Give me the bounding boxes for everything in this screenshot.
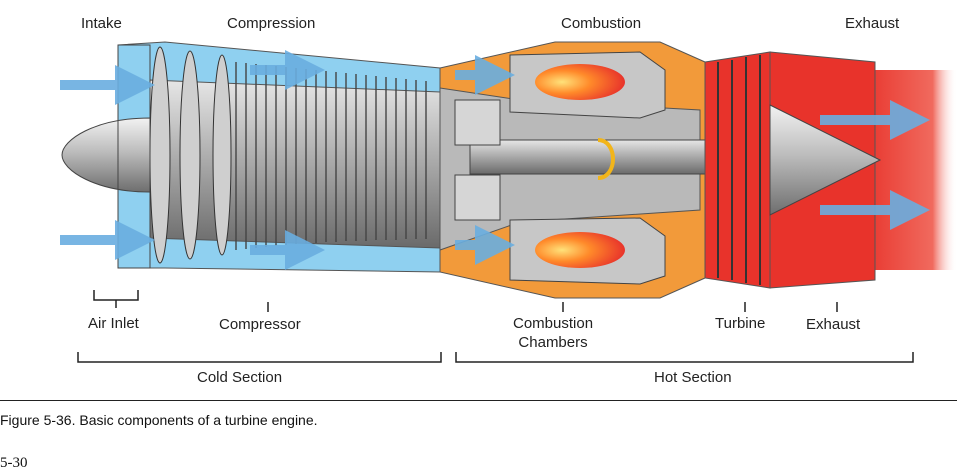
component-label-combustion-chambers: Combustion Chambers	[513, 314, 593, 352]
front-bearing-upper	[454, 99, 501, 146]
component-label-compressor: Compressor	[219, 316, 301, 333]
inlet-lip	[117, 44, 151, 269]
air-inlet-bracket	[93, 290, 139, 301]
spinner-cone	[61, 117, 151, 193]
turbine-engine-diagram	[60, 41, 957, 363]
rotation-arrow-icon	[597, 138, 615, 180]
front-bearing-lower	[454, 174, 501, 221]
section-label-cold: Cold Section	[197, 369, 283, 386]
page-number: 5-30	[0, 455, 28, 471]
compressor-blades	[235, 62, 427, 250]
leader-lines	[77, 290, 914, 363]
stage-label-combustion: Combustion	[561, 15, 642, 32]
caption-divider	[0, 400, 957, 401]
stage-label-exhaust: Exhaust	[845, 15, 900, 32]
flame-lower	[535, 232, 625, 268]
airflow-arrows	[60, 50, 930, 270]
exhaust-cone	[769, 104, 882, 216]
fan-blades	[149, 46, 232, 264]
main-shaft	[469, 139, 731, 175]
stage-label-intake: Intake	[81, 15, 122, 32]
section-label-hot: Hot Section	[654, 369, 732, 386]
component-label-air-inlet: Air Inlet	[88, 315, 139, 332]
flame-upper	[535, 64, 625, 100]
component-label-turbine: Turbine	[715, 315, 766, 332]
hot-section-bracket	[455, 352, 914, 363]
component-label-combustion-chambers-line2: Chambers	[518, 334, 588, 351]
figure-caption: Figure 5-36. Basic components of a turbi…	[0, 412, 318, 428]
component-label-exhaust: Exhaust	[806, 316, 861, 333]
component-label-combustion-chambers-line1: Combustion	[513, 315, 594, 332]
turbine-blades	[717, 55, 761, 285]
cold-section-bracket	[77, 352, 442, 363]
stage-label-compression: Compression	[227, 15, 316, 32]
